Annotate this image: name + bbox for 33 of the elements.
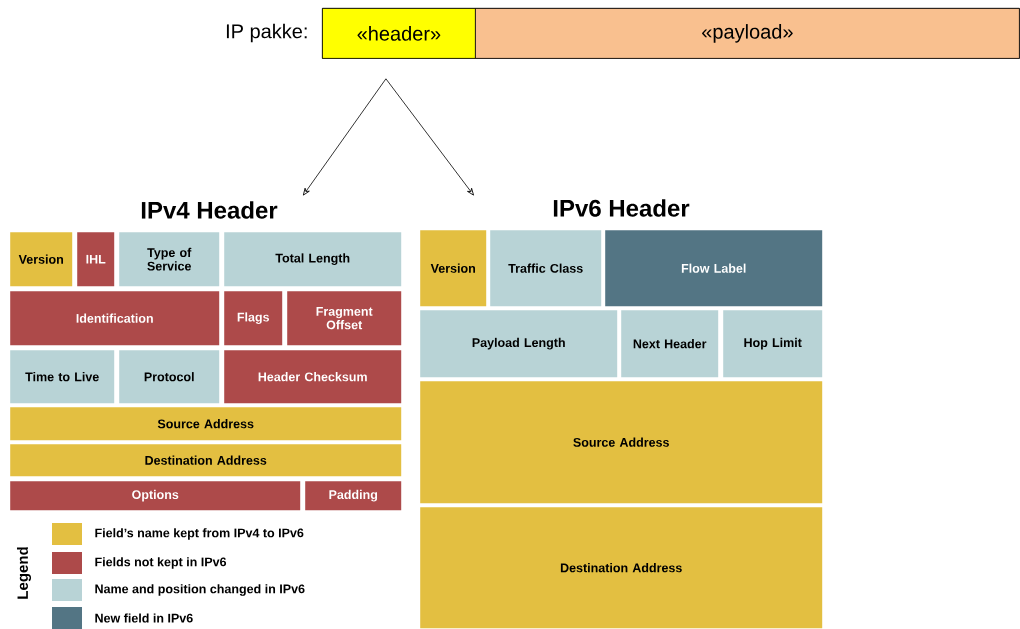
header-field: Padding bbox=[305, 481, 402, 511]
header-field: Traffic Class bbox=[490, 230, 602, 307]
legend-text: Field’s name kept from IPv4 to IPv6 bbox=[95, 528, 304, 540]
arrow bbox=[385, 78, 474, 196]
header-title: IPv6 Header bbox=[553, 199, 690, 217]
header-field: Time to Live bbox=[10, 350, 115, 404]
header-field: Type of Service bbox=[119, 232, 220, 287]
arrow bbox=[302, 78, 387, 196]
packet-field: «header» bbox=[322, 8, 476, 59]
packet-field: «payload» bbox=[475, 8, 1020, 59]
header-field: Flow Label bbox=[605, 230, 823, 307]
legend-text: Name and position changed in IPv6 bbox=[95, 584, 305, 596]
header-field: Identification bbox=[10, 291, 220, 346]
legend-text: New field in IPv6 bbox=[95, 613, 193, 623]
legend-text: Fields not kept in IPv6 bbox=[95, 557, 227, 569]
header-field: Fragment Offset bbox=[287, 291, 402, 346]
header-title: IPv4 Header bbox=[141, 201, 278, 219]
header-field: Total Length bbox=[224, 232, 402, 287]
header-field: Version bbox=[420, 230, 487, 307]
header-field: Header Checksum bbox=[224, 350, 402, 404]
header-field: Source Address bbox=[10, 407, 402, 441]
header-field: Protocol bbox=[119, 350, 220, 404]
header-field: Source Address bbox=[420, 381, 823, 504]
header-field: Destination Address bbox=[420, 507, 823, 629]
header-field: Flags bbox=[224, 291, 283, 346]
header-field: Next Header bbox=[621, 310, 719, 378]
header-field: Options bbox=[10, 481, 301, 511]
header-field: Destination Address bbox=[10, 444, 402, 477]
legend-heading: Legend bbox=[17, 547, 32, 599]
header-field: Version bbox=[10, 232, 73, 287]
header-field: Payload Length bbox=[420, 310, 618, 378]
header-field: IHL bbox=[77, 232, 115, 287]
header-field: Hop Limit bbox=[723, 310, 823, 378]
